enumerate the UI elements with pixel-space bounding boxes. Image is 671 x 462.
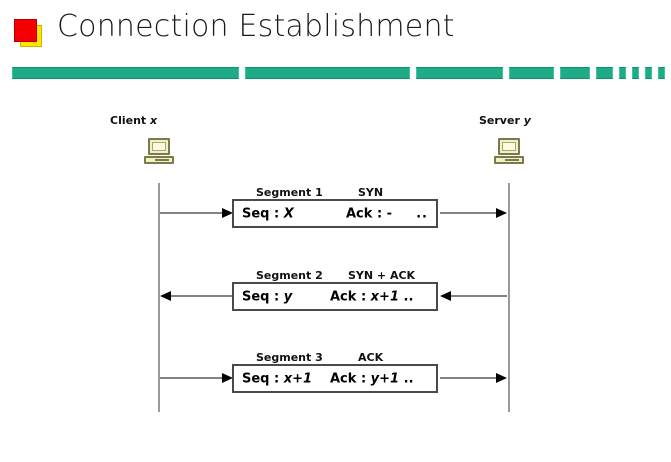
message-box-segment-3: Seq : x+1 Ack : y+1 .. xyxy=(232,364,438,393)
divider-segment-4 xyxy=(509,67,554,79)
segment-1-trailing-dots: .. xyxy=(416,206,428,221)
divider-segment-1 xyxy=(12,67,239,79)
segment-1-seq-label: Seq : xyxy=(242,206,280,221)
endpoint-label-client: Client x xyxy=(110,114,157,127)
title-divider-rule xyxy=(0,67,671,81)
slide-header: Connection Establishment xyxy=(0,0,671,92)
segment-3-ack-value: y+1 xyxy=(370,371,400,386)
arrow-client-to-box-3 xyxy=(160,373,233,383)
message-flags-segment-3: ACK xyxy=(358,351,384,364)
computer-base-shape xyxy=(494,156,524,164)
segment-1-seq-value: X xyxy=(283,206,294,221)
endpoint-label-server: Server y xyxy=(479,114,531,127)
segment-2-seq: Seq : y xyxy=(242,289,292,304)
arrow-box-2-to-client xyxy=(160,291,233,301)
segment-2-seq-value: y xyxy=(283,289,293,304)
computer-base-shape xyxy=(144,156,174,164)
divider-segment-8 xyxy=(632,67,639,79)
red-yellow-squares-icon xyxy=(14,19,44,49)
computer-monitor-shape xyxy=(148,138,170,155)
message-box-segment-2: Seq : y Ack : x+1 .. xyxy=(232,282,438,311)
arrow-client-to-box-1 xyxy=(160,208,233,218)
divider-segment-9 xyxy=(645,67,652,79)
arrow-box-1-to-server xyxy=(440,208,507,218)
segment-1-seq: Seq : X xyxy=(242,206,294,221)
segment-3-ack-label: Ack : xyxy=(330,371,367,386)
sequence-diagram: Client x Server y Segment 1 SYN Seq : X … xyxy=(0,92,671,462)
segment-2-seq-label: Seq : xyxy=(242,289,280,304)
page-title: Connection Establishment xyxy=(57,9,455,44)
divider-segment-7 xyxy=(619,67,626,79)
divider-segment-10 xyxy=(658,67,665,79)
segment-2-ack-value: x+1 xyxy=(370,289,399,304)
computer-monitor-shape xyxy=(498,138,520,155)
lifeline-client xyxy=(158,183,160,412)
endpoint-label-server-text: Server xyxy=(479,114,520,127)
divider-segment-5 xyxy=(560,67,590,79)
segment-1-ack: Ack : - xyxy=(346,206,392,221)
segment-3-seq: Seq : x+1 xyxy=(242,371,312,386)
message-flags-segment-2: SYN + ACK xyxy=(348,269,416,282)
message-caption-segment-1: Segment 1 xyxy=(256,186,323,199)
message-flags-segment-1: SYN xyxy=(358,186,384,199)
arrow-server-to-box-2 xyxy=(440,291,507,301)
endpoint-label-client-variable: x xyxy=(150,114,158,127)
segment-3-seq-value: x+1 xyxy=(283,371,313,386)
segment-2-trailing-dots: .. xyxy=(403,289,414,304)
message-caption-segment-3: Segment 3 xyxy=(256,351,323,364)
segment-3-ack: Ack : y+1 .. xyxy=(330,371,414,386)
arrow-box-3-to-server xyxy=(440,373,507,383)
endpoint-label-client-text: Client xyxy=(110,114,147,127)
endpoint-label-server-variable: y xyxy=(523,114,531,127)
message-caption-segment-2: Segment 2 xyxy=(256,269,323,282)
red-square-shape xyxy=(14,19,37,42)
divider-segment-2 xyxy=(245,67,410,79)
segment-1-ack-value: - xyxy=(386,206,393,221)
message-box-segment-1: Seq : X Ack : - .. xyxy=(232,199,438,228)
divider-segment-3 xyxy=(416,67,503,79)
lifeline-server xyxy=(508,183,510,412)
segment-3-seq-label: Seq : xyxy=(242,371,280,386)
segment-1-ack-label: Ack : xyxy=(346,206,383,221)
segment-3-trailing-dots: .. xyxy=(403,371,414,386)
computer-icon-server xyxy=(494,138,524,165)
segment-2-ack: Ack : x+1 .. xyxy=(330,289,413,304)
divider-segment-6 xyxy=(596,67,613,79)
segment-2-ack-label: Ack : xyxy=(330,289,367,304)
computer-icon-client xyxy=(144,138,174,165)
